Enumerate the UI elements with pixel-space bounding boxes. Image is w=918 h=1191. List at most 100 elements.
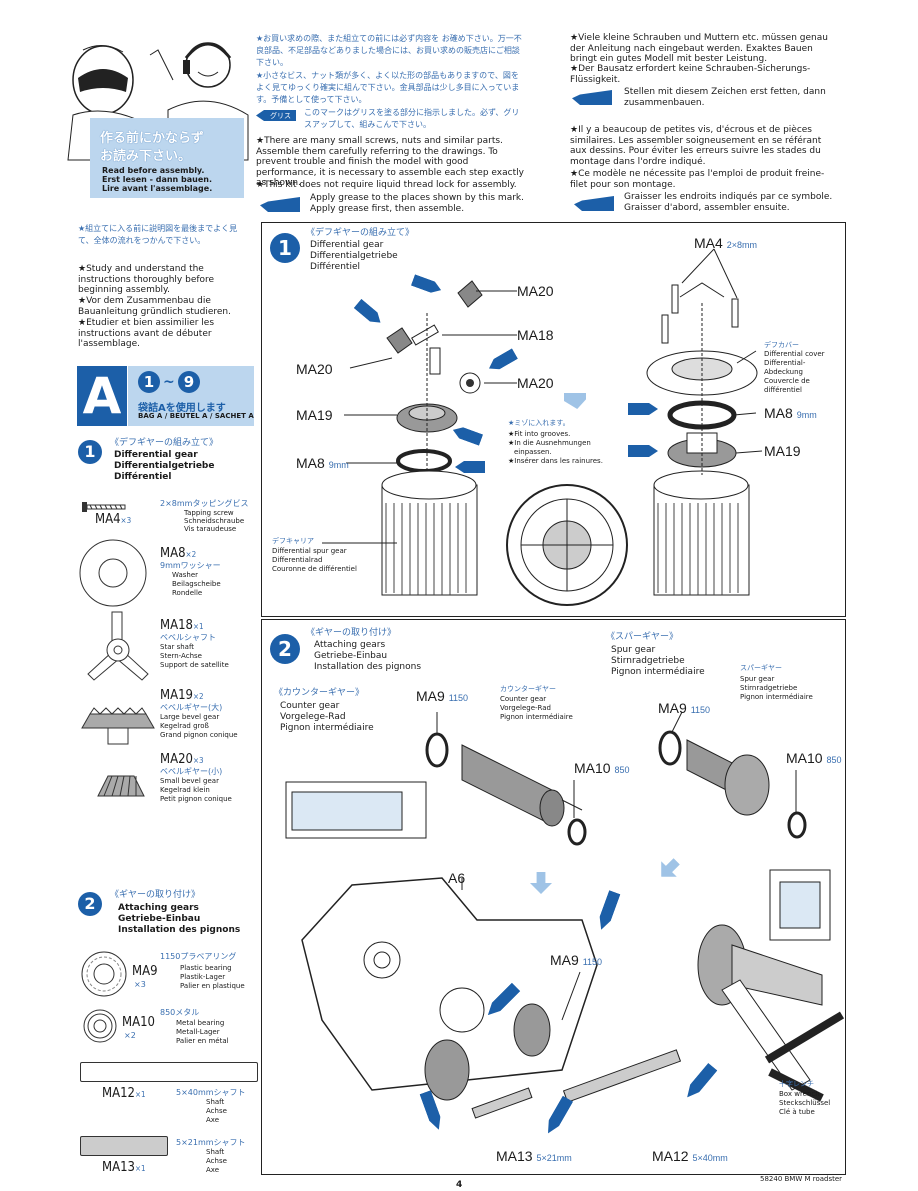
part-id: MA18×1 [160, 618, 204, 633]
wrench-de: Steckschlüssel [779, 1099, 831, 1107]
grease-mark-icon [574, 196, 614, 211]
parts-step1-jp: 《デフギヤーの組み立て》 [110, 438, 219, 448]
parts-step2-en: Attaching gears [118, 903, 199, 913]
wrench-en: Box wrench [779, 1090, 820, 1098]
grooves-jp: ★ミゾに入れます。 [508, 419, 570, 427]
grooves-fr: ★Insérer dans les rainures. [508, 457, 603, 465]
part-id: MA13×1 [102, 1160, 146, 1175]
part-jp: ベベルギヤー(大) [160, 703, 223, 712]
part-de: Achse [206, 1107, 227, 1115]
label-ma9-case: MA9 1150 [550, 952, 603, 968]
spur2-en: Spur gear [740, 675, 775, 683]
differential-exploded-drawing [322, 248, 763, 606]
intro-box: 作る前にかならず お読み下さい。 Read before assembly. E… [90, 118, 244, 198]
part-de: Schneidschraube [184, 517, 245, 525]
part-fr: Vis taraudeuse [184, 525, 237, 533]
step1-de: Differentialgetriebe [310, 251, 398, 261]
part-qty: ×3 [134, 980, 146, 989]
part-de: Beilagscheibe [172, 580, 221, 588]
part-de: Kegelrad groß [160, 722, 209, 730]
parts-step2-jp: 《ギヤーの取り付け》 [110, 890, 201, 900]
bag-banner: 1 ~ 9 袋詰Aを使用します BAG A / BEUTEL A / SACHE… [128, 366, 254, 426]
note-jp-1: ★お買い求めの際、また組立ての前には必ず内容を お確め下さい。万一不良部品、不足… [256, 34, 522, 67]
label-ma9-spur: MA9 1150 [658, 700, 711, 716]
label-ma9-counter: MA9 1150 [416, 688, 469, 704]
carrier-fr: Couronne de différentiel [272, 565, 357, 573]
cover-fr-1: Couvercle de [764, 377, 810, 385]
step2-number: 2 [270, 634, 300, 664]
part-en: Washer [172, 571, 199, 579]
footer-code: 58240 BMW M roadster [760, 1175, 843, 1183]
part-fr: Axe [206, 1116, 220, 1124]
parts-step1-de: Differentialgetriebe [114, 461, 215, 471]
part-fr: Palier en métal [176, 1037, 229, 1045]
part-de: Achse [206, 1157, 227, 1165]
bag-range-from: 1 [138, 371, 160, 393]
label-ma8-right: MA8 9mm [764, 405, 817, 421]
part-id: MA20×3 [160, 752, 204, 767]
bag-range-to: 9 [178, 371, 200, 393]
grooves-de-1: ★In die Ausnehmungen [508, 439, 591, 447]
long-shaft-icon [80, 1062, 258, 1082]
parts-step1-number: 1 [78, 440, 102, 464]
step2-de: Getriebe-Einbau [314, 651, 388, 661]
gear-installation-drawing [285, 711, 845, 1119]
short-shaft-icon [80, 1136, 168, 1156]
note-en-1: ★There are many small screws, nuts and s… [256, 136, 524, 188]
note-fr-2: ★Ce modèle ne nécessite pas l'emploi de … [570, 169, 825, 190]
label-ma19-right: MA19 [764, 443, 801, 459]
label-a6: A6 [448, 870, 466, 886]
study-fr: ★Etudier et bien assimilier les instruct… [78, 318, 215, 349]
part-fr: Palier en plastique [180, 982, 245, 990]
grease-arrow-icon [628, 403, 658, 415]
part-en: Metal bearing [176, 1019, 225, 1027]
study-en: ★Study and understand the instructions t… [78, 264, 215, 295]
washer-icon [78, 538, 148, 608]
parts-step2-number: 2 [78, 892, 102, 916]
parts-step2-fr: Installation des pignons [118, 925, 241, 935]
step1-jp: 《デフギヤーの組み立て》 [306, 228, 415, 238]
part-en: Small bevel gear [160, 777, 219, 785]
parts-step2-de: Getriebe-Einbau [118, 914, 201, 924]
part-en: Star shaft [160, 643, 195, 651]
spur-jp: 《スパーギヤー》 [606, 632, 679, 642]
counter2-en: Counter gear [500, 695, 547, 703]
part-id: MA4×3 [95, 512, 132, 527]
bag-letter-box: A [77, 366, 127, 426]
note-de-3: Stellen mit diesem Zeichen erst fetten, … [624, 87, 826, 108]
part-jp: 5×21mmシャフト [176, 1138, 246, 1147]
part-de: Plastik-Lager [180, 973, 226, 981]
star-shaft-icon [80, 610, 156, 686]
part-jp: 5×40mmシャフト [176, 1088, 246, 1097]
label-ma19-left: MA19 [296, 407, 333, 423]
large-bevel-gear-icon [80, 702, 156, 746]
note-fr-1: ★Il y a beaucoup de petites vis, d'écrou… [570, 125, 822, 167]
cover-en: Differential cover [764, 350, 825, 358]
plastic-bearing-icon [80, 950, 128, 998]
part-qty: ×2 [124, 1031, 136, 1040]
part-id: MA9 [132, 964, 158, 979]
grooves-en: ★Fit into grooves. [508, 430, 571, 438]
counter-en: Counter gear [280, 701, 340, 711]
part-id: MA8×2 [160, 546, 197, 561]
part-jp: ベベルシャフト [160, 633, 216, 642]
step2-jp: 《ギヤーの取り付け》 [306, 628, 397, 638]
part-de: Stern-Achse [160, 652, 202, 660]
carrier-de: Differentialrad [272, 556, 323, 564]
intro-jp-title: 作る前にかならず お読み下さい。 [100, 131, 204, 164]
part-en: Plastic bearing [180, 964, 232, 972]
counter2-jp: カウンターギヤー [500, 685, 556, 693]
label-ma13: MA13 5×21mm [496, 1148, 572, 1164]
parts-step1-fr: Différentiel [114, 472, 172, 482]
intro-en: Read before assembly. [102, 166, 205, 175]
spur-fr: Pignon intermédiaire [611, 667, 705, 677]
label-ma12: MA12 5×40mm [652, 1148, 728, 1164]
part-fr: Axe [206, 1166, 220, 1174]
note-jp-3: このマークはグリスを塗る部分に指示しました。必ず、グリスアップして、組みこんで下… [304, 108, 520, 129]
grooves-de-2: einpassen. [514, 448, 552, 456]
step1-panel: 1 《デフギヤーの組み立て》 Differential gear Differe… [261, 222, 846, 617]
part-de: Kegelrad klein [160, 786, 210, 794]
note-en-3: Apply grease to the places shown by this… [310, 193, 524, 203]
screw-icon [82, 498, 128, 512]
metal-bearing-icon [82, 1008, 118, 1044]
